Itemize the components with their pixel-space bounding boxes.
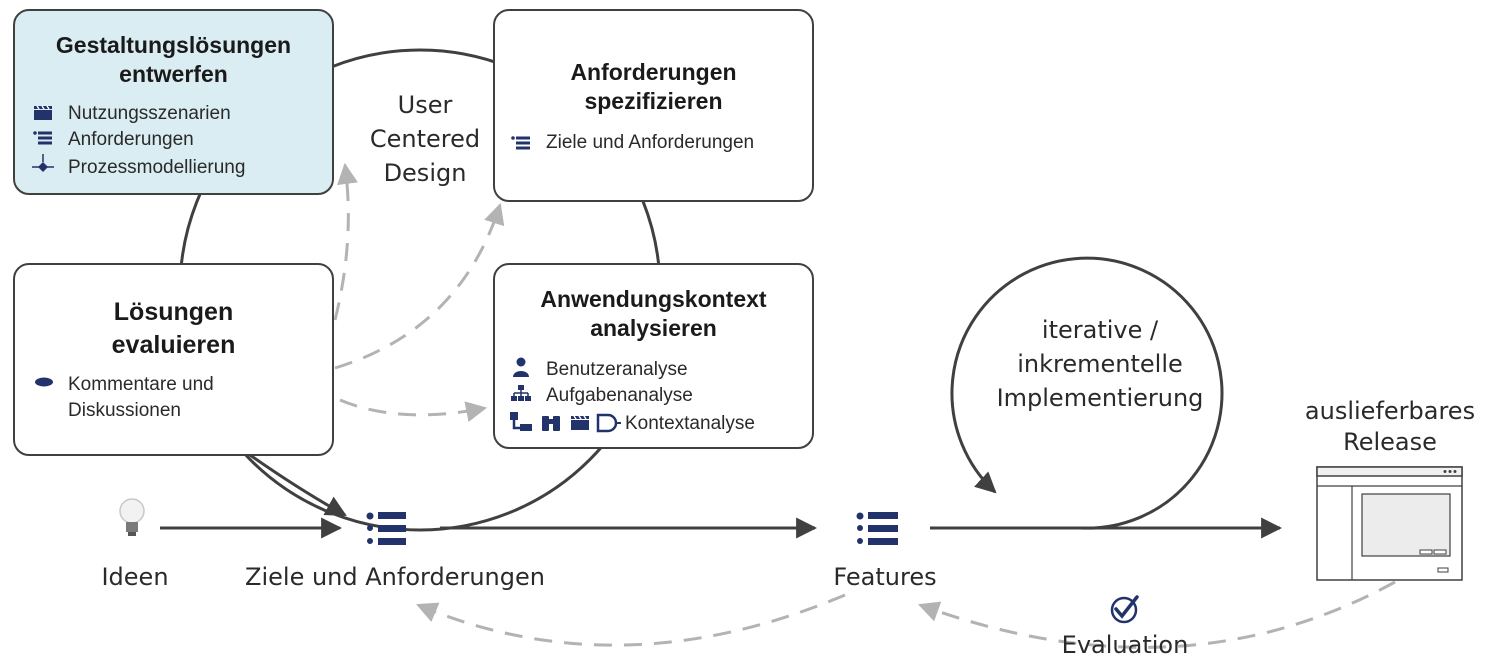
- box-title-line: evaluieren: [111, 331, 236, 359]
- ucd-cycle-label: User Centered Design: [360, 88, 490, 190]
- implementation-label: iterative / inkrementelle Implementierun…: [985, 313, 1215, 415]
- features-to-goals-dashed-arrow: [416, 593, 846, 647]
- evaluate-to-specify-dashed-arrow: [334, 203, 505, 370]
- specify-requirements-box[interactable]: Anforderungen spezifizieren Ziele und An…: [493, 9, 814, 202]
- release-to-features-dashed-arrow: [918, 580, 1396, 649]
- binoculars-icon: [542, 416, 560, 431]
- box-title: Anwendungskontext analysieren: [495, 285, 812, 343]
- hierarchy-icon: [511, 385, 531, 401]
- box-title-line: Lösungen: [113, 298, 234, 326]
- design-solutions-box[interactable]: Gestaltungslösungen entwerfen Nutzungssz…: [13, 9, 334, 195]
- tree-icon: [510, 412, 532, 431]
- box-title-line: spezifizieren: [584, 88, 723, 114]
- clapperboard-icon: [571, 415, 589, 430]
- box-title-line: Anwendungskontext: [540, 286, 767, 312]
- box-item-label: Nutzungsszenarien: [68, 103, 231, 124]
- analyze-context-box[interactable]: Anwendungskontext analysieren Benutzeran…: [493, 263, 814, 449]
- flow-icon: [596, 413, 621, 433]
- clapperboard-icon: [34, 105, 52, 120]
- list-icon: [33, 131, 52, 145]
- lightbulb-icon: [119, 498, 145, 536]
- evaluation-label: Evaluation: [1061, 631, 1189, 659]
- features-list-icon: [856, 512, 898, 545]
- ucd-label-line: Design: [383, 159, 467, 187]
- user-icon: [513, 357, 529, 377]
- box-item-label: Prozessmodellierung: [68, 157, 246, 178]
- box-item-label: Benutzeranalyse: [546, 359, 688, 380]
- implementation-loop: [930, 256, 1224, 530]
- box-title: Lösungen evaluieren: [15, 296, 332, 362]
- box-title-line: Anforderungen: [570, 59, 737, 85]
- goals-list-icon: [366, 512, 406, 545]
- box-title-line: analysieren: [590, 315, 717, 341]
- implementation-label-line: iterative /: [1041, 316, 1159, 344]
- box-title-line: Gestaltungslösungen: [55, 32, 292, 58]
- process-diagram-icon: [32, 154, 54, 172]
- implementation-label-line: inkrementelle: [1017, 350, 1183, 378]
- box-title: Anforderungen spezifizieren: [495, 58, 812, 116]
- evaluate-to-goals-arrow: [249, 453, 347, 517]
- features-label: Features: [833, 563, 937, 591]
- implementation-label-line: Implementierung: [996, 384, 1204, 412]
- application-window-icon: [1316, 466, 1463, 581]
- list-icon: [511, 136, 530, 150]
- box-item-label: Kommentare und: [68, 374, 214, 395]
- box-item-label: Kontextanalyse: [625, 413, 755, 434]
- box-item-label: Diskussionen: [68, 400, 181, 421]
- box-item-label: Anforderungen: [68, 129, 194, 150]
- evaluate-to-design-dashed-arrow: [333, 162, 358, 321]
- check-circle-icon: [1110, 595, 1139, 624]
- release-label-line: Release: [1343, 428, 1437, 456]
- release-label: auslieferbares Release: [1290, 396, 1490, 458]
- ucd-label-line: User: [397, 91, 453, 119]
- goals-label: Ziele und Anforderungen: [245, 563, 545, 591]
- comment-icon: [35, 377, 53, 387]
- ideas-label: Ideen: [101, 563, 169, 591]
- box-item-label: Aufgabenanalyse: [546, 385, 693, 406]
- ucd-label-line: Centered: [369, 125, 481, 153]
- box-title: Gestaltungslösungen entwerfen: [15, 31, 332, 89]
- box-item-label: Ziele und Anforderungen: [546, 132, 755, 153]
- box-title-line: entwerfen: [119, 61, 228, 87]
- evaluate-solutions-box[interactable]: Lösungen evaluieren Kommentare und Disku…: [13, 263, 334, 456]
- evaluate-to-analyze-dashed-arrow: [339, 398, 488, 422]
- release-label-line: auslieferbares: [1304, 397, 1476, 425]
